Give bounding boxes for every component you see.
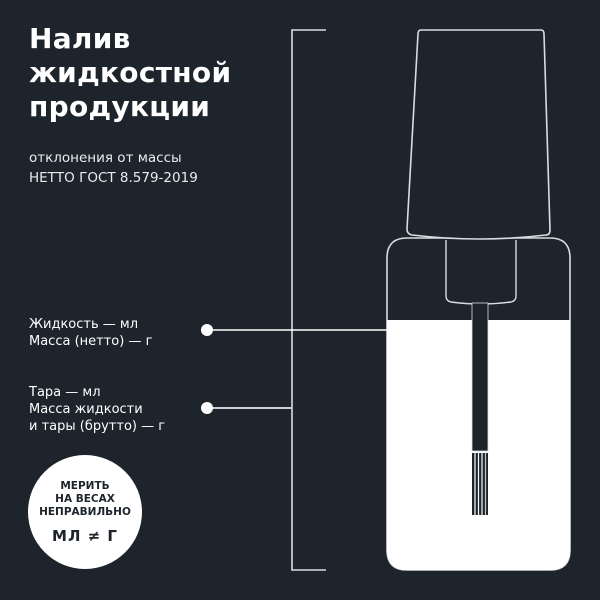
title-line: Налив — [29, 22, 131, 55]
badge-line: НЕПРАВИЛЬНО — [39, 505, 131, 518]
warning-badge: МЕРИТЬ НА ВЕСАХ НЕПРАВИЛЬНО МЛ ≠ Г — [28, 455, 142, 569]
page-title: Налив жидкостной продукции — [29, 22, 231, 124]
callout-line: Жидкость — мл — [29, 317, 139, 332]
bottle-cap-icon — [406, 29, 551, 240]
connector-container — [201, 402, 292, 414]
bottle-neck-icon — [445, 240, 517, 305]
connector-liquid — [201, 324, 387, 336]
brush-stem-icon — [471, 302, 489, 452]
connector-dot-icon — [201, 324, 213, 336]
callout-line: и тары (брутто) — г — [29, 419, 166, 434]
title-line: продукции — [29, 90, 211, 123]
callout-line: Тара — мл — [29, 385, 101, 400]
callout-line: Масса жидкости — [29, 402, 143, 417]
subtitle-line: отклонения от массы — [29, 150, 182, 166]
brush-bristles-icon — [472, 453, 488, 515]
title-line: жидкостной — [29, 56, 232, 89]
callout-liquid: Жидкость — мл Масса (нетто) — г — [29, 316, 152, 350]
badge-formula: МЛ ≠ Г — [52, 526, 118, 545]
badge-line: НА ВЕСАХ — [55, 492, 115, 505]
callout-container: Тара — мл Масса жидкости и тары (брутто)… — [29, 384, 165, 435]
bracket-icon — [291, 29, 326, 571]
callout-line: Масса (нетто) — г — [29, 334, 153, 349]
subtitle: отклонения от массы НЕТТО ГОСТ 8.579-201… — [29, 148, 198, 188]
badge-line: МЕРИТЬ — [60, 479, 110, 492]
connector-dot-icon — [201, 402, 213, 414]
subtitle-line: НЕТТО ГОСТ 8.579-2019 — [29, 170, 198, 186]
